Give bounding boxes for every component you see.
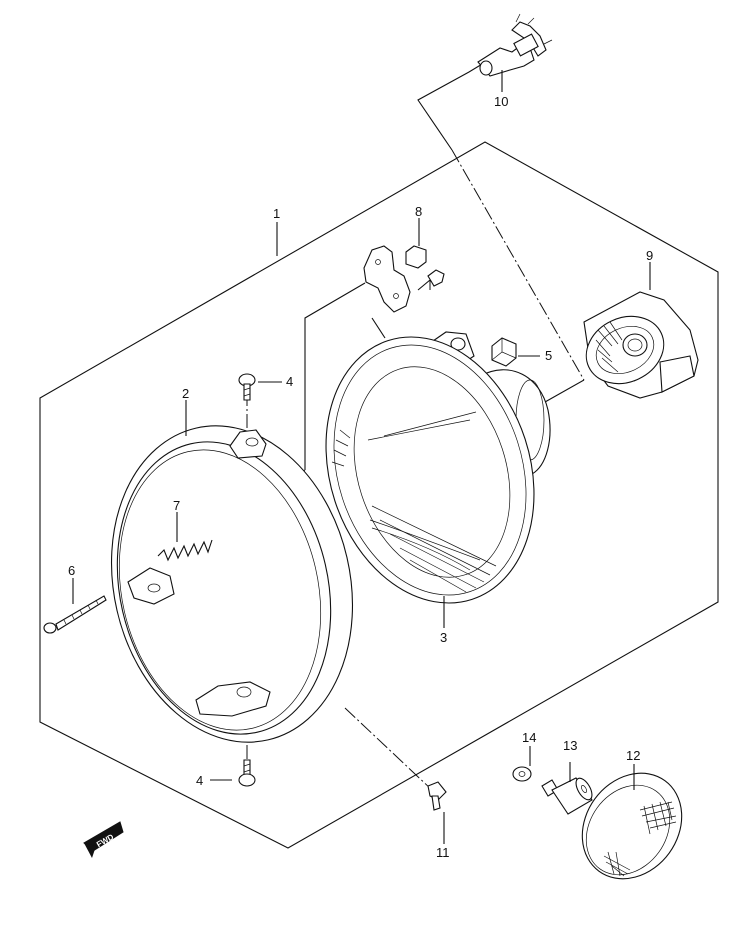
washer	[512, 766, 532, 782]
callout-7: 7	[173, 498, 180, 513]
callout-9: 9	[646, 248, 653, 263]
callout-14: 14	[522, 730, 536, 745]
screw-bottom	[238, 759, 256, 787]
assembly-boundary	[39, 141, 719, 849]
callout-2: 2	[182, 386, 189, 401]
bulb	[477, 13, 553, 77]
callout-11: 11	[436, 845, 450, 860]
fwd-arrow-icon: FWD	[83, 821, 124, 858]
adjust-bracket	[363, 245, 445, 313]
callout-4-bottom: 4	[196, 773, 203, 788]
callout-leaders	[72, 70, 651, 844]
callout-13: 13	[563, 738, 577, 753]
spacer	[541, 777, 593, 815]
screw-long	[43, 595, 107, 634]
spring	[157, 539, 213, 562]
reflector	[581, 772, 683, 880]
callout-labels: 1 2 3 4 4 5 6 7 8 9 10 11 12 13 14	[68, 94, 653, 860]
screw-lower-right	[427, 781, 447, 811]
headlamp-unit	[325, 331, 551, 604]
callout-8: 8	[415, 204, 422, 219]
callout-6: 6	[68, 563, 75, 578]
callout-1: 1	[273, 206, 280, 221]
screw-top	[238, 373, 256, 401]
rim	[110, 425, 354, 743]
callout-10: 10	[494, 94, 508, 109]
callout-3: 3	[440, 630, 447, 645]
nut	[491, 337, 517, 367]
callout-5: 5	[545, 348, 552, 363]
callout-12: 12	[626, 748, 640, 763]
callout-4-top: 4	[286, 374, 293, 389]
cover	[583, 291, 699, 399]
